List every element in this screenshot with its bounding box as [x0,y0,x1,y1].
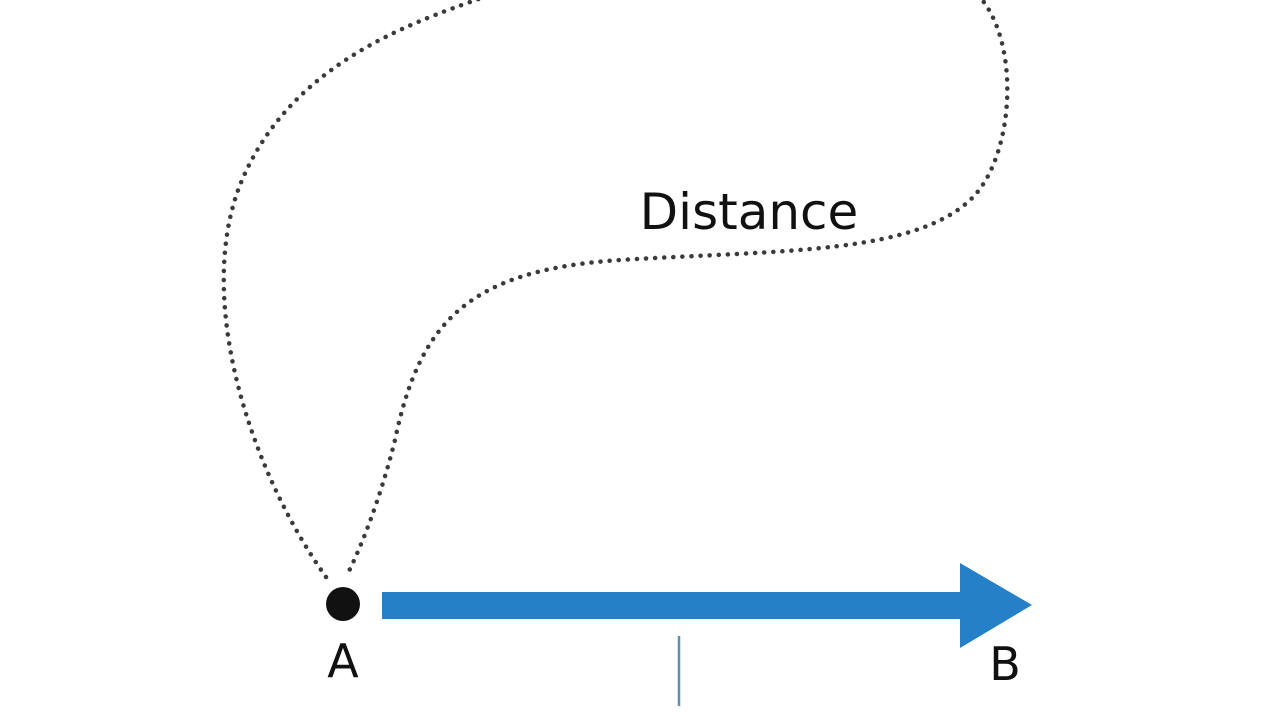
point-a-label: A [327,634,359,688]
start-point-dot [326,587,360,621]
point-b-label: B [989,637,1021,691]
displacement-arrow-shaft [382,592,964,619]
distance-label: Distance [640,183,859,241]
distance-path [221,0,1010,580]
displacement-arrow-head [960,563,1032,648]
